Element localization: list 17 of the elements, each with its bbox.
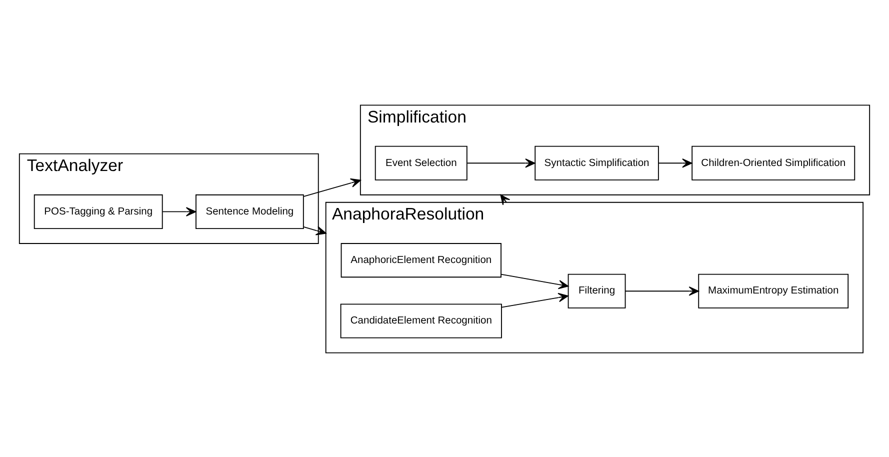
arrow	[624, 286, 699, 296]
node-box: MaximumEntropy Estimation	[698, 273, 849, 308]
arrow	[658, 158, 692, 168]
node-box: Sentence Modeling	[196, 194, 304, 228]
node-box: Children-Oriented Simplification	[692, 145, 856, 180]
node-box: Syntactic Simplification	[534, 145, 659, 180]
arrow	[466, 158, 536, 168]
node-box: Filtering	[568, 273, 626, 308]
arrow	[303, 178, 361, 196]
node-box: CandidateElement Recognition	[340, 303, 502, 338]
node-box: POS-Tagging & Parsing	[34, 194, 163, 228]
node-box: Event Selection	[374, 145, 468, 180]
arrow	[303, 226, 326, 235]
node-box: AnaphoricElement Recognition	[340, 242, 502, 278]
arrow	[501, 292, 568, 308]
arrow	[500, 273, 569, 289]
arrow	[162, 206, 196, 216]
